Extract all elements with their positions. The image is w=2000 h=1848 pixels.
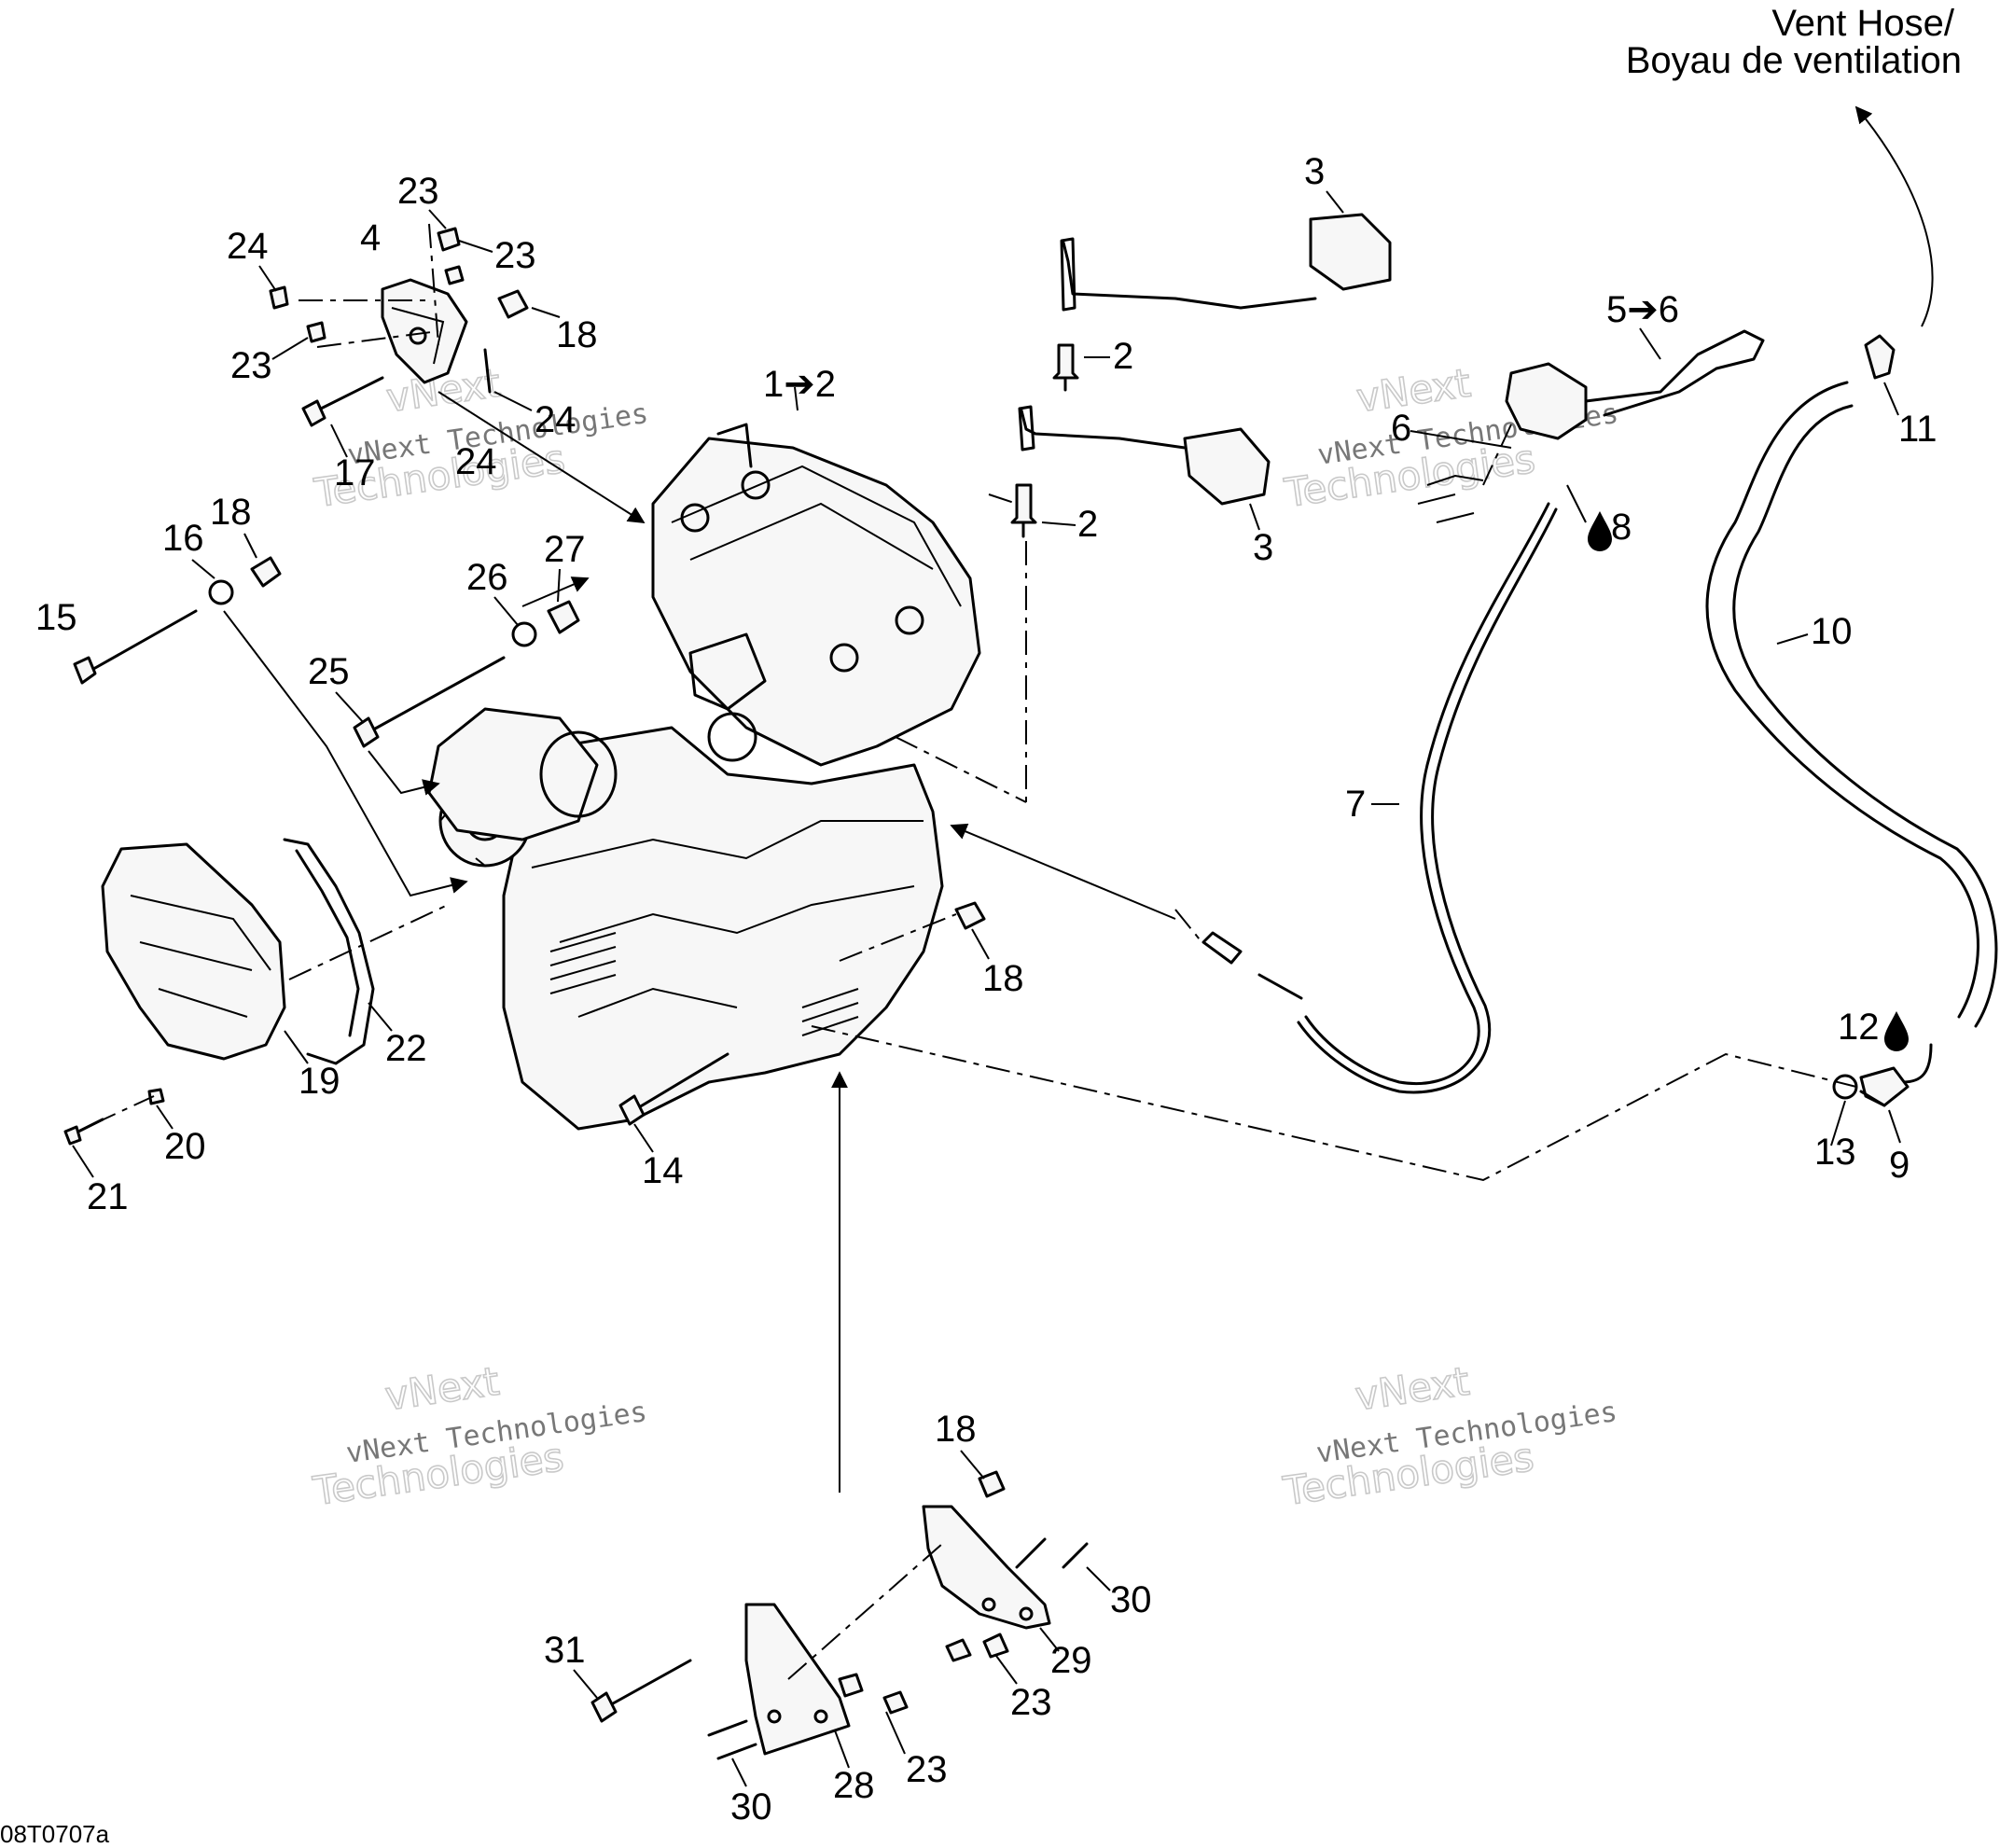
watermark-group: vNext Technologies vNext Technologies vN… <box>309 359 1620 1515</box>
engine-assembly <box>427 423 981 1131</box>
callout-17: 17 <box>334 452 376 493</box>
spark-plug-upper <box>1052 343 1079 392</box>
cover-gasket <box>283 838 375 1065</box>
callout-18d: 18 <box>935 1409 977 1450</box>
callout-23a: 23 <box>397 171 439 212</box>
callout-29: 29 <box>1050 1640 1092 1681</box>
callout-16: 16 <box>162 518 204 559</box>
ignition-coil-upper <box>1060 213 1392 312</box>
callout-3a: 3 <box>1304 151 1325 192</box>
callout-12: 12 <box>1838 1007 1880 1048</box>
callout-18b: 18 <box>556 314 598 355</box>
callout-24b: 24 <box>535 399 576 440</box>
callout-30a: 30 <box>1110 1579 1152 1620</box>
watermark-large-line1: vNext <box>1353 1358 1472 1420</box>
callout-1: 1➔2 <box>763 364 836 405</box>
oil-drop-icon <box>1884 1011 1909 1051</box>
throttle-lever <box>1417 329 1765 523</box>
fasteners <box>63 227 1886 1760</box>
callout-14: 14 <box>642 1150 684 1191</box>
callout-24a: 24 <box>227 226 269 267</box>
callout-labels: 1➔2 2 2 3 3 4 5➔6 6 7 8 9 10 11 12 13 14… <box>35 151 1938 1827</box>
callout-6: 6 <box>1391 408 1411 449</box>
callout-2a: 2 <box>1113 336 1133 377</box>
callout-7: 7 <box>1345 784 1366 825</box>
callout-31: 31 <box>544 1630 586 1671</box>
vent-hose <box>1705 381 1998 1107</box>
callout-23c: 23 <box>230 345 272 386</box>
callout-3b: 3 <box>1253 527 1273 568</box>
callout-10: 10 <box>1811 611 1853 652</box>
callout-22: 22 <box>385 1028 427 1069</box>
callout-4: 4 <box>360 217 381 258</box>
callout-9: 9 <box>1889 1145 1910 1186</box>
callout-15: 15 <box>35 597 77 638</box>
ignition-coil-lower <box>1018 405 1271 506</box>
oil-drop-icon <box>1588 511 1612 551</box>
callout-11: 11 <box>1898 409 1938 450</box>
side-cover <box>101 842 286 1061</box>
callout-27: 27 <box>544 529 586 570</box>
watermark-bottom-right: vNext Technologies vNext Technologies <box>1279 1357 1618 1515</box>
mount-bracket-28 <box>744 1603 851 1756</box>
callout-24c: 24 <box>455 441 497 482</box>
watermark-bottom-left: vNext Technologies vNext Technologies <box>309 1357 648 1515</box>
callout-20: 20 <box>164 1126 206 1167</box>
callout-26: 26 <box>466 557 508 598</box>
vent-fitting-11 <box>1864 334 1896 380</box>
spark-plug-lower <box>1010 483 1037 538</box>
vent-hose-note: Vent Hose/ Boyau de ventilation <box>1626 3 1962 81</box>
vent-hose-label-line2: Boyau de ventilation <box>1626 40 1962 81</box>
callout-21: 21 <box>87 1176 129 1217</box>
callout-18c: 18 <box>982 958 1024 999</box>
callout-leaders <box>72 190 1901 1787</box>
vent-hose-arrow <box>1854 105 1934 327</box>
callout-19: 19 <box>299 1061 340 1102</box>
callout-5: 5➔6 <box>1606 289 1679 330</box>
diagram-code: 08T0707a <box>0 1820 110 1848</box>
callout-23d: 23 <box>1010 1682 1052 1723</box>
throttle-cable <box>1201 502 1558 1094</box>
callout-13: 13 <box>1814 1132 1856 1173</box>
callout-23e: 23 <box>906 1749 948 1790</box>
callout-2b: 2 <box>1077 504 1098 545</box>
callout-25: 25 <box>308 651 350 692</box>
top-bracket <box>381 278 468 384</box>
callout-30b: 30 <box>730 1786 772 1827</box>
callout-18a: 18 <box>210 492 252 533</box>
callout-28: 28 <box>833 1765 875 1806</box>
callout-8: 8 <box>1611 507 1632 548</box>
reference-lines <box>92 223 1857 1680</box>
mount-bracket-29 <box>922 1505 1051 1630</box>
watermark-large-line1: vNext <box>1354 360 1473 422</box>
vent-hose-label-line1: Vent Hose/ <box>1771 3 1955 44</box>
callout-23b: 23 <box>494 235 536 276</box>
watermark-large-line1: vNext <box>382 1358 502 1420</box>
